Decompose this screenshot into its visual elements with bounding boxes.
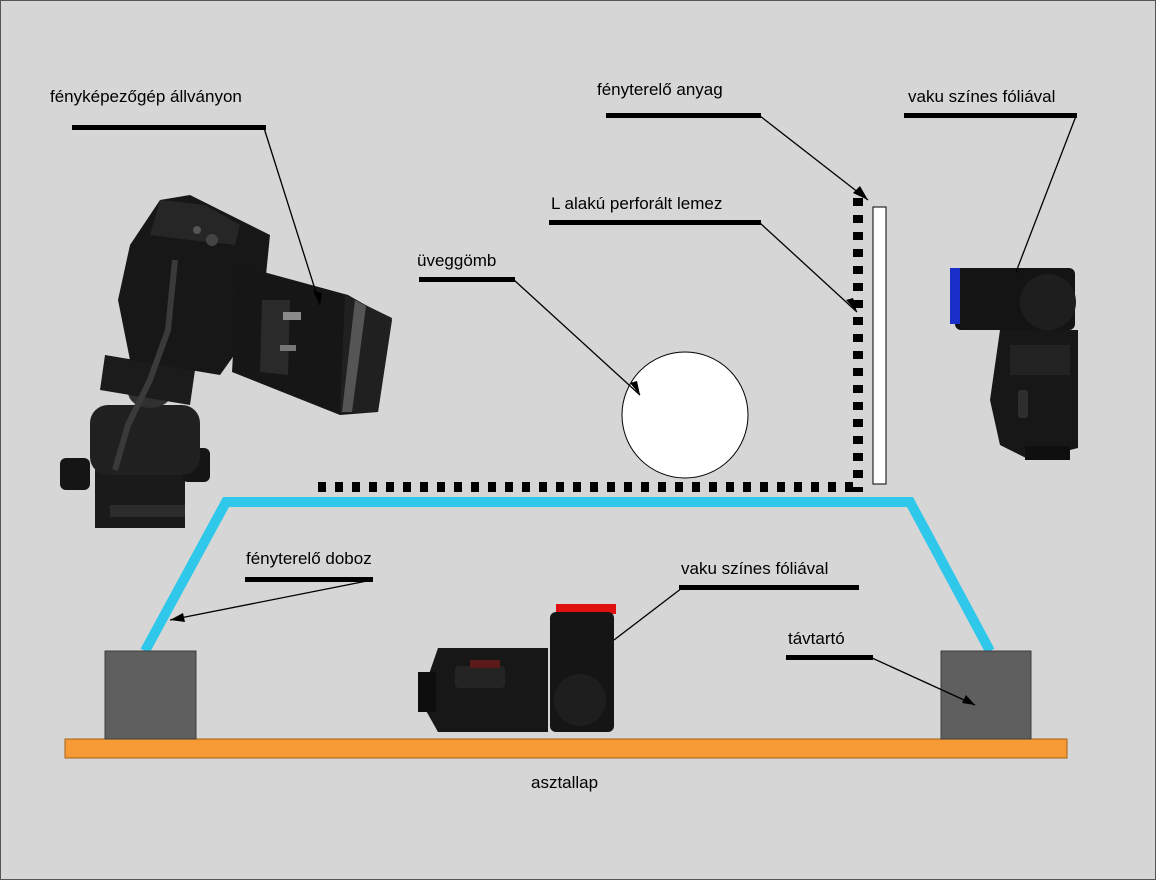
flash-bottom-center — [418, 604, 616, 732]
camera-on-tripod — [60, 195, 392, 528]
diffuser-material — [872, 206, 887, 485]
label-perforated-plate: L alakú perforált lemez — [551, 194, 722, 213]
tripod-knob-left — [60, 458, 90, 490]
spacer-left — [104, 650, 197, 740]
spacer-right — [940, 650, 1032, 740]
label-diffuser-material: fényterelő anyag — [597, 80, 723, 99]
label-glass-sphere: üveggömb — [417, 251, 496, 270]
flash-body-bottom — [420, 648, 548, 732]
tripod-base — [95, 470, 185, 528]
flash-top-right — [950, 268, 1078, 460]
blue-foil — [950, 268, 960, 324]
leader-lines — [169, 115, 1077, 706]
label-bars — [72, 113, 1077, 660]
label-tabletop: asztallap — [531, 773, 598, 792]
label-diffuser-box: fényterelő doboz — [246, 549, 372, 568]
diffuser-box-outline — [140, 497, 995, 654]
leader-arrowheads — [170, 186, 975, 705]
glass-sphere — [621, 351, 749, 479]
label-camera: fényképezőgép állványon — [50, 87, 242, 106]
ball-head — [90, 405, 200, 475]
label-spacer: távtartó — [788, 629, 845, 648]
label-flash-bottom: vaku színes fóliával — [681, 559, 828, 578]
label-flash-top: vaku színes fóliával — [908, 87, 1055, 106]
red-foil — [556, 604, 616, 614]
tabletop — [64, 738, 1068, 759]
